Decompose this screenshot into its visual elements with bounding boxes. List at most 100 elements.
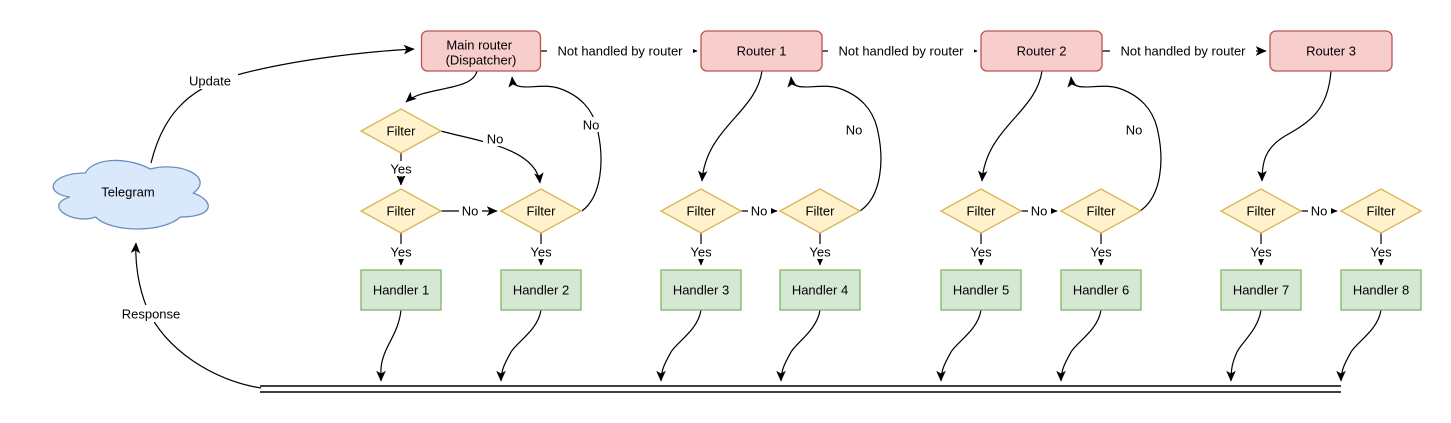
- no-label: No: [846, 123, 863, 138]
- update-label-bg: [182, 72, 238, 89]
- node-filter-r2-1: Filter: [939, 188, 1023, 234]
- filter-a-diamond: [359, 108, 443, 154]
- response-label-bg: [115, 305, 187, 322]
- handler2-box: [500, 269, 582, 311]
- edge-update: [150, 44, 415, 164]
- filter-label: Filter: [387, 204, 417, 219]
- router1-label: Router 1: [737, 44, 787, 59]
- node-handler-5: Handler 5: [940, 269, 1022, 311]
- yes-bg: [806, 244, 834, 259]
- no-bg: [748, 204, 771, 219]
- node-handler-4: Handler 4: [779, 269, 861, 311]
- node-router1: Router 1: [700, 30, 823, 72]
- response-label: Response: [122, 307, 181, 322]
- no-bg: [1122, 122, 1145, 137]
- yes-label: Yes: [1090, 245, 1112, 260]
- not-handled-2-bg: [828, 43, 974, 59]
- node-telegram-cloud: Telegram: [52, 159, 209, 230]
- node-handler-6: Handler 6: [1060, 269, 1142, 311]
- edge-r1-no-return: [787, 76, 882, 212]
- node-filter-a: Filter: [359, 108, 443, 154]
- main-router-label: Main router (Dispatcher): [446, 37, 517, 67]
- edge-handler2-to-bus: [496, 309, 542, 382]
- telegram-label: Telegram: [101, 185, 154, 200]
- filter-r2-2-diamond: [1059, 188, 1143, 234]
- yes-bg: [1247, 244, 1275, 259]
- no-bg: [483, 131, 506, 146]
- edge-router2-to-filter: [977, 70, 1043, 182]
- update-label: Update: [189, 74, 231, 89]
- yes-bg: [387, 244, 415, 259]
- handler6-box: [1060, 269, 1142, 311]
- node-handler-7: Handler 7: [1220, 269, 1302, 311]
- filter-label: Filter: [1247, 204, 1277, 219]
- handler5-label: Handler 5: [953, 283, 1009, 298]
- no-label: No: [462, 204, 479, 219]
- edge-handler5-to-bus: [936, 309, 982, 382]
- handler4-box: [779, 269, 861, 311]
- edges: [130, 44, 1386, 393]
- router3-label: Router 3: [1306, 44, 1356, 59]
- router3-box: [1269, 30, 1393, 72]
- filter-r3-2-diamond: [1339, 188, 1423, 234]
- handler4-label: Handler 4: [792, 283, 848, 298]
- not-handled-2-label: Not handled by router: [838, 44, 964, 59]
- filter-label: Filter: [1087, 204, 1117, 219]
- edge-handler7-to-bus: [1226, 309, 1262, 382]
- edge-handler4-to-bus: [776, 309, 821, 382]
- node-filter-r2-2: Filter: [1059, 188, 1143, 234]
- no-bg: [579, 117, 602, 132]
- node-filter-r3-2: Filter: [1339, 188, 1423, 234]
- yes-bg: [1367, 244, 1395, 259]
- yes-label: Yes: [1370, 245, 1392, 260]
- no-bg: [1308, 204, 1331, 219]
- not-handled-1-label: Not handled by router: [557, 44, 683, 59]
- no-label: No: [487, 132, 504, 147]
- router2-box: [980, 30, 1103, 72]
- yes-label: Yes: [530, 245, 552, 260]
- edge-dispatcher-to-filter-a: [405, 70, 478, 103]
- node-filter-r1-2: Filter: [778, 188, 862, 234]
- handler3-label: Handler 3: [673, 283, 729, 298]
- node-filter-r1-1: Filter: [659, 188, 743, 234]
- yes-label: Yes: [690, 245, 712, 260]
- node-handler-2: Handler 2: [500, 269, 582, 311]
- node-main-router: Main router (Dispatcher): [420, 30, 542, 72]
- filter-r3-1-diamond: [1219, 188, 1303, 234]
- no-label: No: [1311, 204, 1328, 219]
- not-handled-3-bg: [1110, 43, 1256, 59]
- handler1-label: Handler 1: [373, 283, 429, 298]
- filter-label: Filter: [387, 124, 417, 139]
- edge-router1-to-filter: [697, 70, 763, 182]
- cloud-shape: [52, 159, 209, 230]
- no-bg: [842, 122, 865, 137]
- not-handled-3-label: Not handled by router: [1120, 44, 1246, 59]
- yes-label: Yes: [1250, 245, 1272, 260]
- edge-handler8-to-bus: [1336, 309, 1382, 382]
- filter-r1-1-diamond: [659, 188, 743, 234]
- node-handler-1: Handler 1: [360, 269, 442, 311]
- main-router-box: [420, 30, 542, 72]
- filter-r1-2-diamond: [778, 188, 862, 234]
- filter-label: Filter: [527, 204, 557, 219]
- no-bg: [459, 204, 482, 219]
- handler8-box: [1340, 269, 1422, 311]
- handler6-label: Handler 6: [1073, 283, 1129, 298]
- yes-bg: [687, 244, 715, 259]
- no-label: No: [1126, 123, 1143, 138]
- not-handled-1-bg: [547, 43, 693, 59]
- filter-label: Filter: [1367, 204, 1397, 219]
- filter-b-diamond: [359, 188, 443, 234]
- yes-bg: [967, 244, 995, 259]
- yes-label: Yes: [970, 245, 992, 260]
- filter-r2-1-diamond: [939, 188, 1023, 234]
- node-handler-8: Handler 8: [1340, 269, 1422, 311]
- handler1-box: [360, 269, 442, 311]
- yes-bg: [527, 244, 555, 259]
- edge-handler1-to-bus: [376, 309, 402, 382]
- edge-router3-to-filter: [1257, 70, 1332, 182]
- router1-box: [700, 30, 823, 72]
- filter-c-diamond: [499, 188, 583, 234]
